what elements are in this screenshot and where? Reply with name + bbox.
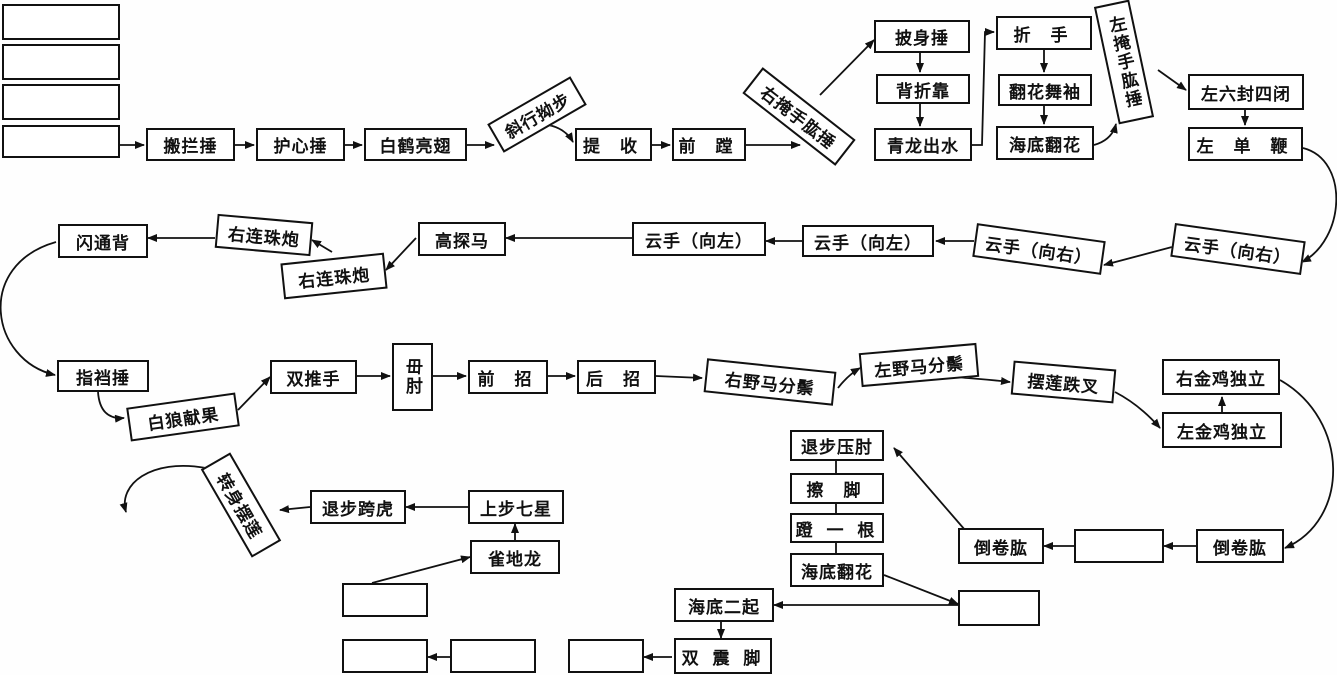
blank-box bbox=[958, 590, 1040, 626]
node-zheshou: 折 手 bbox=[996, 16, 1092, 50]
blank-box bbox=[2, 84, 120, 120]
blank-box bbox=[450, 639, 536, 673]
edge bbox=[119, 465, 207, 513]
blank-box bbox=[568, 639, 644, 673]
edge bbox=[1157, 69, 1187, 91]
edge bbox=[0, 241, 57, 377]
node-you-jinji-duli: 右金鸡独立 bbox=[1162, 359, 1280, 395]
edge bbox=[655, 373, 703, 382]
node-muzhou: 毌肘 bbox=[392, 343, 433, 411]
node-qianzhao: 前 招 bbox=[468, 360, 548, 394]
edge bbox=[1301, 147, 1337, 263]
node-daojuan-gong-2: 倒卷肱 bbox=[958, 528, 1044, 564]
blank-box bbox=[342, 639, 428, 673]
blank-box bbox=[1074, 529, 1164, 563]
edge bbox=[371, 555, 471, 584]
blank-box bbox=[2, 44, 120, 80]
edge bbox=[385, 237, 417, 271]
node-qiandeng: 前 蹚 bbox=[672, 128, 746, 161]
node-baihe-liangchi: 白鹤亮翅 bbox=[364, 128, 467, 161]
node-tishou: 提 收 bbox=[575, 128, 652, 161]
node-zuo-jinji-duli: 左金鸡独立 bbox=[1162, 412, 1282, 448]
edge bbox=[972, 28, 995, 146]
node-zuo-liufeng-sibi: 左六封四闭 bbox=[1188, 74, 1304, 110]
edge bbox=[819, 39, 875, 96]
node-deng-yigen: 蹬 一 根 bbox=[790, 513, 884, 543]
node-houzhao: 后 招 bbox=[577, 360, 656, 394]
node-shangbu-qixing: 上步七星 bbox=[468, 490, 564, 524]
edge bbox=[97, 391, 125, 423]
node-zuo-danbian: 左 单 鞭 bbox=[1188, 127, 1303, 161]
blank-box bbox=[2, 125, 120, 158]
node-que-dilong: 雀地龙 bbox=[470, 540, 560, 574]
node-tuibu-yazhou: 退步压肘 bbox=[790, 430, 884, 461]
edge bbox=[837, 367, 861, 389]
edge bbox=[893, 447, 966, 531]
blank-box bbox=[342, 583, 428, 617]
node-banlan-chui: 搬拦捶 bbox=[146, 128, 235, 161]
node-beizhe-kao: 背折靠 bbox=[876, 74, 970, 104]
node-shantong-bei: 闪通背 bbox=[58, 224, 148, 258]
edge bbox=[237, 376, 271, 411]
node-tuibu-kuahu: 退步跨虎 bbox=[310, 490, 406, 524]
node-haidi-fanhua-1: 海底翻花 bbox=[996, 126, 1094, 160]
node-shuang-zhenjiao: 双 震 脚 bbox=[674, 638, 772, 674]
node-cajiao: 擦 脚 bbox=[790, 473, 884, 504]
node-daojuan-gong-1: 倒卷肱 bbox=[1196, 529, 1284, 563]
edge bbox=[1279, 379, 1335, 549]
edge bbox=[1093, 123, 1118, 146]
node-haidi-erqi: 海底二起 bbox=[674, 588, 774, 622]
edge bbox=[547, 124, 574, 143]
node-qinglong-chushui: 青龙出水 bbox=[874, 128, 972, 161]
node-gaotan-ma: 高探马 bbox=[418, 222, 506, 256]
node-huxin-chui: 护心捶 bbox=[256, 128, 345, 161]
edge bbox=[1103, 246, 1173, 267]
node-yunshou-left-1: 云手（向左） bbox=[802, 225, 934, 257]
node-haidi-fanhua-2: 海底翻花 bbox=[790, 553, 884, 587]
edge bbox=[279, 505, 311, 514]
edge bbox=[1114, 391, 1161, 429]
node-zhidang-chui: 指裆捶 bbox=[57, 360, 149, 392]
node-shuang-tuishou: 双推手 bbox=[270, 360, 357, 394]
node-pishen-chui: 披身捶 bbox=[874, 20, 970, 53]
node-fanhua-wuxiu: 翻花舞袖 bbox=[998, 74, 1092, 106]
edge bbox=[311, 239, 333, 253]
blank-box bbox=[2, 4, 120, 40]
node-yunshou-left-2: 云手（向左） bbox=[632, 222, 766, 256]
edge bbox=[883, 574, 959, 605]
